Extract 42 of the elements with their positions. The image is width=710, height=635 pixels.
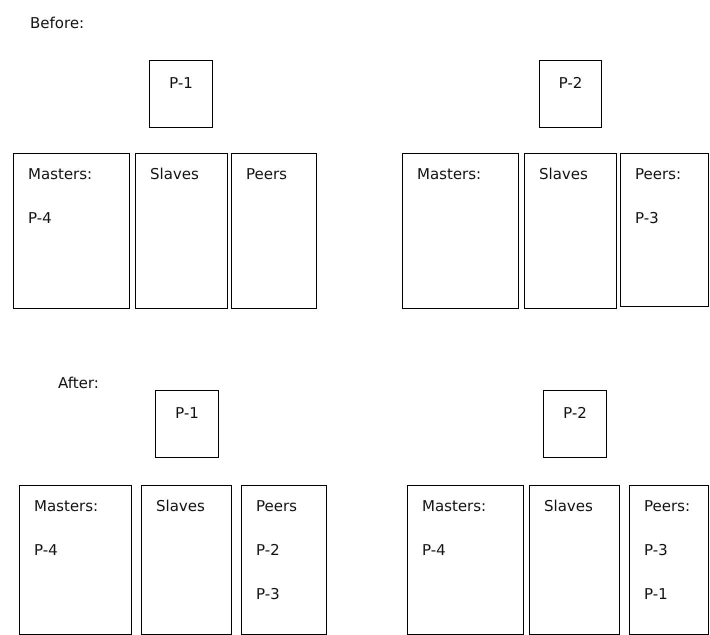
- item-label: P-2: [558, 73, 582, 93]
- column-heading: Slaves: [150, 164, 199, 184]
- process-box: [543, 390, 607, 458]
- list-box: [241, 485, 327, 635]
- process-box: [539, 60, 602, 128]
- item-label: P-1: [644, 584, 668, 604]
- column-heading: Slaves: [156, 496, 205, 516]
- column-heading: Masters:: [417, 164, 482, 184]
- list-box: [524, 153, 617, 309]
- column-heading: Slaves: [539, 164, 588, 184]
- list-box: [135, 153, 228, 309]
- column-heading: Masters:: [28, 164, 92, 184]
- column-heading: Peers:: [635, 164, 682, 184]
- list-box: [141, 485, 232, 635]
- item-label: P-2: [256, 540, 280, 560]
- item-label: P-4: [28, 208, 52, 228]
- item-label: P-1: [175, 403, 199, 423]
- list-box: [13, 153, 130, 309]
- item-label: P-4: [34, 540, 58, 560]
- list-box: [407, 485, 524, 635]
- list-box: [231, 153, 317, 309]
- column-heading: Slaves: [544, 496, 593, 516]
- section-heading: After:: [58, 373, 99, 394]
- list-box: [629, 485, 709, 635]
- item-label: P-1: [169, 73, 193, 93]
- item-label: P-3: [635, 208, 659, 228]
- process-box: [149, 60, 213, 128]
- list-box: [620, 153, 709, 307]
- column-heading: Masters:: [34, 496, 98, 516]
- column-heading: Peers: [256, 496, 297, 516]
- item-label: P-4: [422, 540, 446, 560]
- item-label: P-2: [563, 403, 587, 423]
- column-heading: Peers:: [644, 496, 690, 516]
- column-heading: Masters:: [422, 496, 486, 516]
- list-box: [402, 153, 519, 309]
- section-heading: Before:: [30, 13, 84, 34]
- column-heading: Peers: [246, 164, 287, 184]
- item-label: P-3: [644, 540, 668, 560]
- process-box: [155, 390, 219, 458]
- list-box: [529, 485, 620, 635]
- list-box: [19, 485, 132, 635]
- item-label: P-3: [256, 584, 280, 604]
